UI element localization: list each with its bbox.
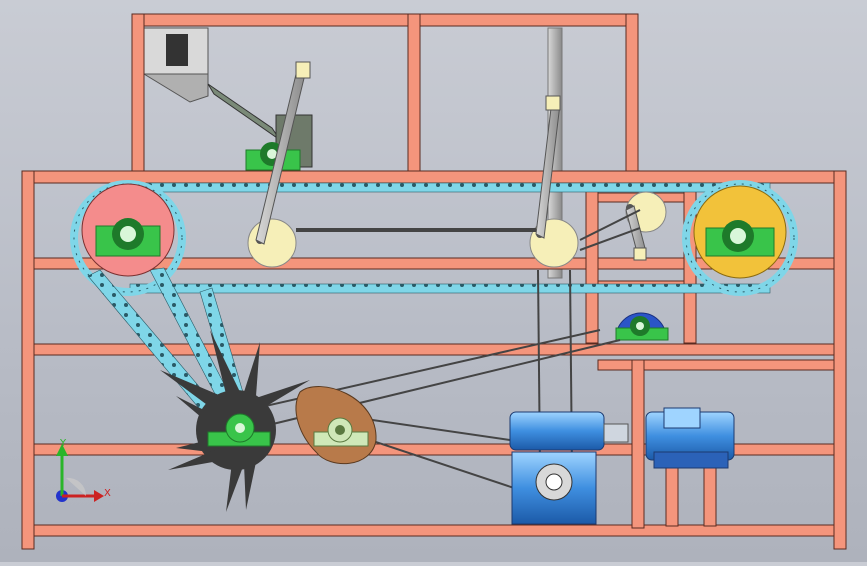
rod-end-icon bbox=[545, 95, 561, 111]
electric-motor-icon[interactable] bbox=[509, 411, 629, 451]
sprocket-icon[interactable] bbox=[693, 185, 787, 279]
gearbox-icon[interactable] bbox=[511, 451, 597, 525]
pillow-block-bearing-icon[interactable] bbox=[207, 413, 271, 447]
cam-icon[interactable] bbox=[295, 386, 377, 465]
frame-icon[interactable] bbox=[21, 13, 847, 550]
rod-end-icon bbox=[295, 61, 311, 79]
sprocket-icon[interactable] bbox=[81, 183, 175, 277]
crank-wheel-icon[interactable] bbox=[247, 218, 297, 268]
axis-label-y: Y bbox=[60, 438, 67, 449]
axis-label-x: X bbox=[104, 488, 111, 499]
tie-rod-icon bbox=[296, 228, 536, 232]
coordinate-triad-icon bbox=[56, 444, 104, 502]
rod-end-icon bbox=[633, 247, 647, 261]
electric-motor-icon[interactable] bbox=[645, 407, 735, 469]
pillow-block-bearing-icon[interactable] bbox=[615, 312, 669, 341]
